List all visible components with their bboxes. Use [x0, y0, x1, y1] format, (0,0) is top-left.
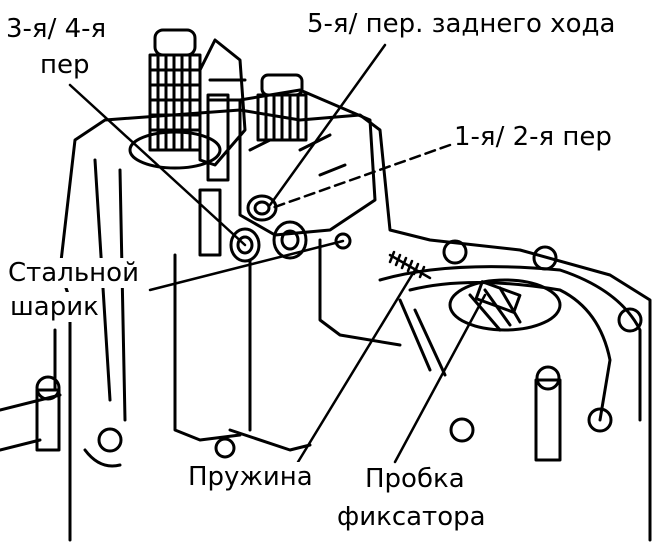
right-flange [378, 239, 643, 462]
detent-spring [388, 250, 432, 280]
leader-gear5r [268, 43, 387, 207]
leader-spring [296, 268, 417, 464]
label-gear-3-4-line1: 3-я/ 4-я [4, 14, 109, 44]
label-gear-3-4-line2: пер [38, 50, 92, 80]
label-gear-1-2: 1-я/ 2-я пер [452, 122, 614, 152]
input-shaft [128, 28, 222, 170]
steel-ball [334, 232, 352, 250]
leader-gear34 [68, 83, 247, 247]
leader-lines [68, 43, 487, 464]
label-steel-ball-line1: Стальной [6, 258, 141, 288]
label-spring: Пружина [186, 462, 315, 492]
case-body [173, 238, 402, 452]
output-shaft [256, 73, 308, 142]
leader-gear12 [270, 143, 452, 210]
label-plug-line1: Пробка [363, 464, 467, 494]
leader-ball [148, 239, 345, 292]
label-gear-5-reverse: 5-я/ пер. заднего хода [305, 9, 618, 39]
left-bolts [35, 328, 236, 468]
cover-plate [198, 38, 377, 237]
leader-plug [393, 293, 487, 464]
detent-plugs [229, 220, 308, 263]
label-steel-ball-line2: шарик [8, 292, 101, 322]
shift-rails [198, 93, 230, 257]
label-plug-line2: фиксатора [335, 502, 488, 532]
